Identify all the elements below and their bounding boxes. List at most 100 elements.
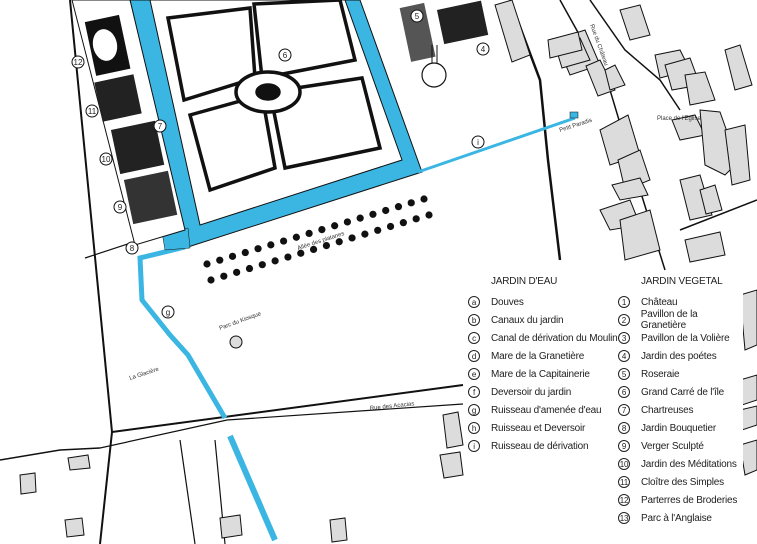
marker-7[interactable]: 7	[153, 119, 167, 133]
tree-icon	[343, 218, 352, 226]
legend-marker-icon: 6	[618, 386, 630, 398]
tree-icon	[356, 214, 364, 222]
rue-acacias-south-edge	[99, 403, 464, 449]
island-parterres	[165, 0, 383, 193]
tree-icon	[203, 260, 211, 268]
legend-marker-icon: 1	[618, 296, 630, 308]
marker-5[interactable]: 5	[410, 9, 424, 23]
legend-label: Château	[641, 296, 678, 308]
legend-marker-icon: 5	[618, 368, 630, 380]
label-place-eglise: Place de l'Eglise	[657, 116, 702, 122]
svg-text:4: 4	[481, 45, 486, 54]
tree-icon	[297, 249, 305, 257]
label-glaciere: La Glacière	[129, 367, 161, 382]
tree-icon	[241, 248, 249, 257]
marker-4[interactable]: 4	[476, 42, 490, 56]
legend-item: 10 Jardin des Méditations	[618, 455, 743, 473]
legend-marker-icon: 9	[618, 440, 630, 452]
svg-text:11: 11	[88, 107, 97, 116]
tree-icon	[292, 233, 300, 241]
legend-item: 12 Parterres de Broderies	[618, 491, 743, 509]
legend-marker-icon: g	[468, 404, 480, 416]
legend-label: Pavillon de la Volière	[641, 332, 730, 344]
tree-icon	[309, 245, 318, 254]
legend-marker-icon: 3	[618, 332, 630, 344]
svg-text:9: 9	[118, 203, 123, 212]
tree-icon	[267, 241, 275, 249]
legend-label: Jardin Bouquetier	[641, 422, 716, 434]
legend-label: Pavillon de la Granetière	[640, 309, 698, 331]
legend-marker-icon: a	[468, 296, 480, 308]
legend-label: Grand Carré de l'île	[641, 386, 724, 398]
legend-label: Douves	[491, 296, 524, 308]
svg-text:7: 7	[158, 122, 163, 131]
buildings	[19, 0, 757, 543]
legend-label: Ruisseau et Deversoir	[491, 422, 586, 434]
south-road	[179, 439, 226, 544]
tree-icon	[399, 219, 407, 227]
legend-label: Chartreuses	[641, 404, 694, 416]
svg-text:10: 10	[102, 155, 111, 164]
tree-icon	[318, 225, 326, 234]
marker-6[interactable]: 6	[278, 48, 292, 62]
marker-11[interactable]: 11	[85, 104, 99, 118]
legend-label: Mare de la Granetière	[491, 350, 585, 362]
tree-icon	[216, 256, 224, 264]
tree-icon	[233, 268, 241, 276]
tree-icon	[394, 203, 403, 211]
marker-8[interactable]: 8	[125, 241, 139, 255]
tree-icon	[425, 211, 433, 219]
legend-label: Cloître des Simples	[641, 476, 724, 488]
tree-icon	[284, 253, 292, 261]
legend-label: Roseraie	[641, 368, 680, 380]
west-gardens	[71, 0, 489, 246]
legend-marker-icon: c	[468, 332, 480, 344]
legend-item: h Ruisseau et Deversoir	[468, 419, 618, 437]
legend-label: Ruisseau de dérivation	[491, 440, 589, 452]
marker-12[interactable]: 12	[71, 55, 85, 69]
legend-item: a Douves	[468, 293, 618, 311]
legend-marker-icon: 12	[618, 494, 630, 506]
svg-text:6: 6	[283, 51, 288, 60]
legend-item: 3 Pavillon de la Volière	[618, 329, 743, 347]
marker-i[interactable]: i	[471, 135, 485, 149]
legend-label: Ruisseau d'amenée d'eau	[491, 404, 602, 416]
tree-icon	[369, 210, 377, 218]
marker-10[interactable]: 10	[99, 152, 113, 166]
legend-label: Canaux du jardin	[491, 314, 564, 326]
kiosque	[229, 335, 243, 349]
marker-9[interactable]: 9	[113, 200, 127, 214]
tree-icon	[407, 199, 415, 207]
legend-label: Parc à l'Anglaise	[641, 512, 712, 524]
tree-icon	[228, 252, 237, 260]
legend-marker-icon: 10	[618, 458, 630, 470]
tree-icon	[374, 226, 382, 234]
legend-item: g Ruisseau d'amenée d'eau	[468, 401, 618, 419]
svg-text:5: 5	[415, 12, 420, 21]
svg-text:12: 12	[74, 58, 83, 67]
ruisseau-amenee	[137, 244, 228, 420]
lower-left-road	[0, 447, 101, 461]
legend-item: 5 Roseraie	[618, 365, 743, 383]
legend-vegetal-title: JARDIN VEGETAL	[641, 276, 723, 287]
legend-label: Parterres de Broderies	[641, 494, 738, 506]
tree-icon	[361, 230, 369, 238]
legend-label: Verger Sculpté	[641, 440, 704, 452]
legend-marker-icon: h	[468, 422, 480, 434]
tree-icon	[322, 241, 331, 250]
marker-g[interactable]: g	[161, 305, 175, 319]
tree-icon	[412, 215, 420, 223]
legend-label: Jardin des Méditations	[641, 458, 737, 470]
